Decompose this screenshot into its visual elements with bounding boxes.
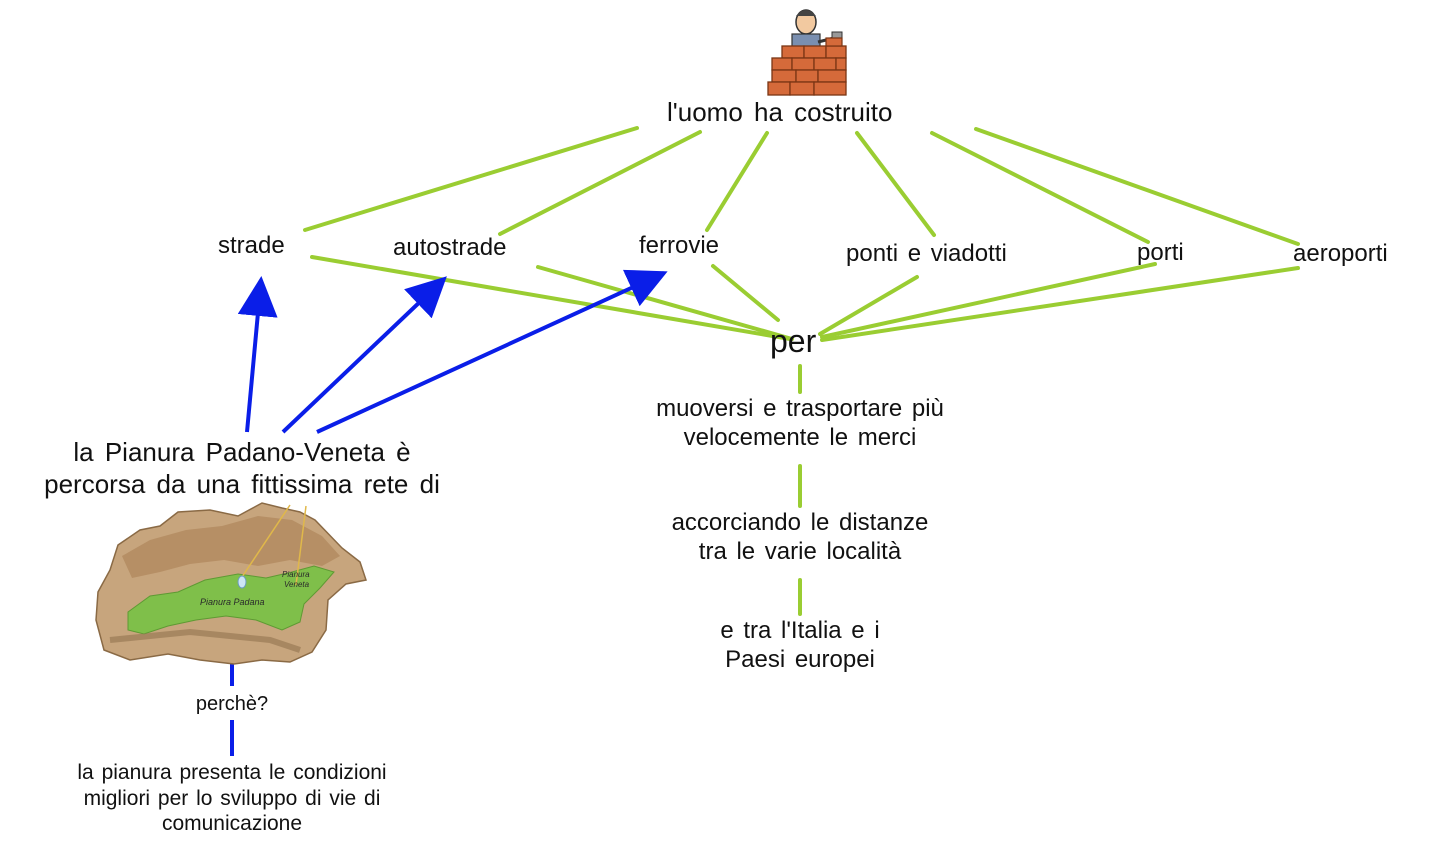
link-costruito-strade <box>303 126 639 232</box>
link-costruito-ponti <box>855 131 936 237</box>
node-porti: porti <box>1137 239 1184 266</box>
node-strade: strade <box>218 232 285 259</box>
link-costruito-porti <box>930 131 1150 244</box>
green-connectors <box>303 126 1300 616</box>
node-muoversi: muoversi e trasportare più velocemente l… <box>656 395 944 452</box>
node-italia: e tra l'Italia e i Paesi europei <box>720 617 880 674</box>
map-label-veneta-1: Pianura <box>282 570 310 579</box>
node-costruito: l'uomo ha costruito <box>667 97 893 127</box>
link-aeroporti-per <box>820 266 1300 342</box>
arrow-pianura-ferrovie <box>316 269 668 434</box>
node-per: per <box>770 323 817 359</box>
node-ponti: ponti e viadotti <box>846 240 1007 267</box>
link-ponti-per <box>818 275 919 336</box>
link-costruito-ferrovie <box>705 131 769 232</box>
northern-italy-map: Pianura Padana Pianura Veneta <box>95 502 367 665</box>
node-autostrade: autostrade <box>393 234 507 261</box>
node-condizioni: la pianura presenta le condizioni miglio… <box>77 761 387 836</box>
node-pianura: la Pianura Padano-Veneta è percorsa da u… <box>44 437 440 499</box>
node-ferrovie: ferrovie <box>639 232 720 259</box>
map-label-veneta-2: Veneta <box>284 580 310 589</box>
arrow-pianura-strade <box>237 276 278 433</box>
node-perche: perchè? <box>195 693 269 715</box>
map-label-padana: Pianura Padana <box>200 597 265 607</box>
link-costruito-aeroporti <box>974 127 1300 246</box>
builder-wall-icon <box>767 9 847 96</box>
link-ferrovie-per <box>711 264 780 322</box>
node-aeroporti: aeroporti <box>1293 240 1388 267</box>
node-accorciando: accorciando le distanze tra le varie loc… <box>671 509 929 566</box>
link-porti-per <box>820 262 1157 339</box>
link-costruito-autostrade <box>498 130 702 236</box>
link-strade-per <box>310 255 792 341</box>
arrow-pianura-autostrade <box>281 276 447 434</box>
